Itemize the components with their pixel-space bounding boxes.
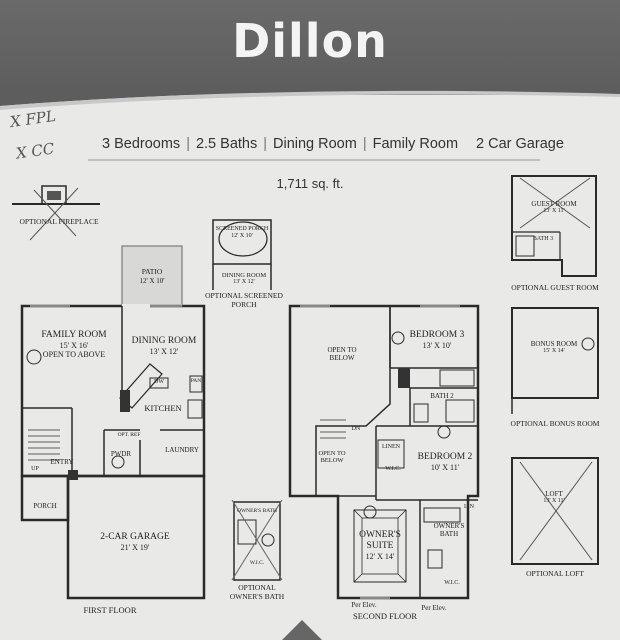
label-optional-loft: OPTIONAL LOFT <box>526 569 584 578</box>
screened-porch-size: 12' X 10' <box>231 232 253 239</box>
label-per-elev-2: Per Elev. <box>421 604 447 612</box>
label-opt-owners-bath-inner: OWNER'S BATH <box>237 508 277 514</box>
label-porch: PORCH <box>33 502 57 510</box>
label-dn: DN <box>351 426 361 432</box>
label-optional-fireplace: OPTIONAL FIREPLACE <box>19 217 99 226</box>
family-room-name: FAMILY ROOM <box>41 330 107 340</box>
label-pan: PAN <box>190 378 202 384</box>
feature-separator: | <box>263 136 268 152</box>
label-dw: DW <box>154 379 164 385</box>
loft-size: 13' X 11' <box>543 498 565 505</box>
feature-baths: 2.5 Baths <box>195 136 258 152</box>
label-owners-bath: OWNER'S BATH <box>433 522 465 539</box>
patio-size: 12' X 10' <box>139 276 165 285</box>
optional-fireplace-drawing <box>12 185 100 241</box>
label-lin: LIN <box>464 504 474 510</box>
family-room-size: 15' X 16' <box>59 340 89 350</box>
owners-suite-name: OWNER'S SUITE <box>359 530 401 551</box>
second-floor-drawing <box>288 304 480 600</box>
feature-bedrooms: 3 Bedrooms <box>102 136 181 152</box>
label-laundry: LAUNDRY <box>165 446 199 454</box>
label-kitchen: KITCHEN <box>144 403 182 413</box>
family-room-note: OPEN TO ABOVE <box>42 350 106 360</box>
guest-room-name: GUEST ROOM <box>531 200 577 208</box>
owners-suite-size: 12' X 14' <box>365 551 395 561</box>
feature-separator: | <box>362 136 367 152</box>
label-guest-bath: BATH 3 <box>532 236 554 242</box>
label-up: UP <box>31 466 39 472</box>
patio-name: PATIO <box>141 267 163 276</box>
label-wic-owner: W.I.C. <box>444 580 460 586</box>
label-entry: ENTRY <box>50 458 74 466</box>
label-optional-owners-bath: OPTIONAL OWNER'S BATH <box>229 583 285 601</box>
feature-separator: | <box>186 136 190 152</box>
label-linen: LINEN <box>382 444 400 450</box>
square-footage: 1,711 sq. ft. <box>276 176 344 191</box>
label-open-to-below-2: OPEN TO BELOW <box>318 450 346 465</box>
bedroom-2-size: 10' X 11' <box>430 462 460 472</box>
label-wic-second: W.I.C. <box>385 466 401 472</box>
screened-dining-size: 13' X 12' <box>233 279 255 286</box>
optional-bonus-room-drawing <box>511 307 599 414</box>
label-optional-guest-room: OPTIONAL GUEST ROOM <box>511 283 599 292</box>
screened-porch-name: SCREENED PORCH <box>215 226 269 232</box>
feature-dining-room: Dining Room <box>273 136 357 152</box>
dining-room-size: 13' X 12' <box>149 346 179 356</box>
label-second-floor: SECOND FLOOR <box>353 611 417 621</box>
label-optional-screened-porch: OPTIONAL SCREENED PORCH <box>205 291 283 309</box>
bonus-room-name: BONUS ROOM <box>530 340 578 348</box>
label-opt-ref: OPT. REF <box>117 432 141 438</box>
screened-dining-name: DINING ROOM <box>221 272 267 279</box>
garage-size: 21' X 19' <box>120 542 150 552</box>
bedroom-3-name: BEDROOM 3 <box>409 330 465 340</box>
optional-screened-porch-drawing <box>212 219 272 290</box>
banner-wave <box>0 84 620 110</box>
feature-garage: 2 Car Garage <box>476 136 564 152</box>
bedroom-2-name: BEDROOM 2 <box>417 452 473 462</box>
label-bath-2: BATH 2 <box>430 392 454 400</box>
optional-owners-bath-drawing <box>231 499 283 581</box>
first-floor-drawing <box>20 245 206 600</box>
optional-loft-drawing <box>511 457 599 565</box>
label-opt-owners-wic: W.I.C. <box>249 560 265 566</box>
label-per-elev-1: Per Elev. <box>351 601 377 609</box>
label-open-to-below-1: OPEN TO BELOW <box>327 346 357 363</box>
optional-guest-room-drawing <box>511 175 597 277</box>
features-list: 3 Bedrooms | 2.5 Baths | Dining Room | Family … <box>96 136 570 152</box>
bedroom-3-size: 13' X 10' <box>422 340 452 350</box>
label-pwdr: PWDR <box>110 450 132 458</box>
dining-room-name: DINING ROOM <box>131 336 197 346</box>
garage-name: 2-CAR GARAGE <box>100 532 170 542</box>
label-optional-bonus-room: OPTIONAL BONUS ROOM <box>510 419 600 428</box>
page-arrow <box>282 620 322 640</box>
label-first-floor: FIRST FLOOR <box>83 605 137 615</box>
feature-family-room: Family Room <box>372 136 459 152</box>
guest-room-size: 13' X 11' <box>543 208 565 215</box>
plan-title: Dillon <box>232 14 388 68</box>
title-banner <box>0 0 620 95</box>
loft-name: LOFT <box>545 490 563 498</box>
bonus-room-size: 15' X 14' <box>543 348 565 355</box>
